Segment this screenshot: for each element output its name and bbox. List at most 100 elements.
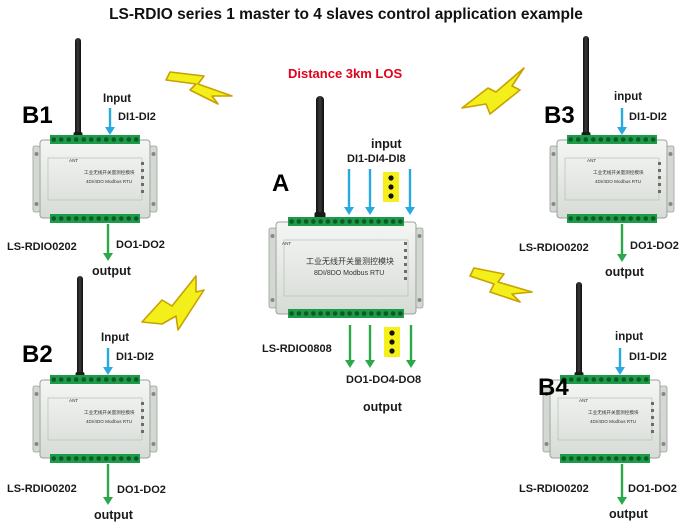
arrow-head	[365, 360, 375, 368]
arrow-head	[345, 360, 355, 368]
terminal-screw	[96, 137, 102, 142]
label-panel	[283, 239, 409, 297]
terminal-screw	[58, 377, 64, 382]
lightning-bolt-a-b1	[165, 71, 233, 105]
status-led	[658, 190, 661, 193]
b3-terminals-bottom	[567, 214, 657, 223]
b2-model-label: LS-RDIO0202	[7, 483, 77, 495]
b1-model-label: LS-RDIO0202	[7, 241, 77, 253]
b2-letter: B2	[22, 341, 53, 368]
terminal-screw	[347, 311, 352, 316]
b1-leds	[141, 162, 144, 193]
terminal-screw	[605, 216, 611, 221]
terminal-screw	[628, 216, 634, 221]
terminal-screw	[126, 456, 132, 461]
terminal-screw	[325, 219, 331, 224]
b2-output-title: output	[94, 508, 133, 522]
terminal-screw	[621, 456, 627, 461]
status-led	[141, 423, 144, 426]
terminal-screw	[383, 219, 389, 224]
terminal-screw	[354, 311, 360, 316]
terminal-screw	[650, 137, 656, 142]
b4-ant-label: ANT	[579, 398, 589, 403]
b4-output-arrow	[617, 464, 627, 505]
status-led	[141, 190, 144, 193]
status-led	[658, 162, 661, 165]
distance-label: Distance 3km LOS	[288, 66, 403, 81]
terminal-screw	[613, 137, 619, 142]
status-led	[404, 242, 407, 245]
master-output-arrow-1	[345, 325, 355, 368]
arrow-head	[617, 497, 627, 505]
mounting-hole	[544, 392, 549, 396]
terminal-screw	[643, 377, 649, 382]
b2-antenna	[75, 276, 85, 384]
terminal-screw	[636, 377, 642, 382]
terminal-screw	[118, 456, 124, 461]
b4-output-title: output	[609, 507, 648, 521]
arrow-head	[103, 253, 113, 261]
terminal-screw	[96, 216, 102, 221]
status-led	[404, 256, 407, 259]
terminal-screw	[598, 456, 604, 461]
b1-output-channels: DO1-DO2	[116, 239, 165, 251]
terminal-screw	[133, 377, 139, 382]
b3-device-spec: 4DI/4DO Modbus RTU	[595, 179, 642, 184]
arrow-head	[365, 207, 375, 215]
b2-terminals-top	[50, 375, 140, 384]
terminal-screw	[643, 137, 649, 142]
terminal-screw	[628, 137, 634, 142]
antenna-whip	[77, 276, 83, 382]
lightning-bolt-a-b2	[141, 275, 205, 331]
b2-input-arrow	[103, 348, 113, 375]
terminal-screw	[81, 216, 87, 221]
b2-ant-label: ANT	[69, 398, 79, 403]
terminal-screw	[390, 219, 396, 224]
b3-antenna	[581, 36, 591, 144]
terminal-screw	[369, 311, 374, 316]
mounting-hole	[668, 152, 673, 156]
b3-output-arrow	[617, 224, 627, 262]
b2-terminals-bottom	[50, 454, 140, 463]
antenna-whip	[316, 96, 324, 222]
arrow-head	[615, 367, 625, 375]
b1-output-title: output	[92, 264, 131, 278]
terminal-strip-body	[50, 135, 140, 144]
status-led	[404, 249, 407, 252]
terminal-screw	[605, 137, 611, 142]
terminal-screw	[635, 216, 641, 221]
terminal-screw	[568, 216, 574, 221]
master-output-arrow-2	[365, 325, 375, 368]
terminal-screw	[628, 456, 634, 461]
b1-output-arrow	[103, 224, 113, 261]
terminal-screw	[118, 137, 124, 142]
terminal-screw	[126, 216, 132, 221]
mounting-hole	[551, 152, 556, 156]
mounting-hole	[544, 442, 549, 446]
master-input-arrow-3	[405, 169, 415, 215]
terminal-screw	[561, 377, 567, 382]
master-input-arrow-1	[344, 169, 354, 215]
b2-device	[32, 379, 158, 459]
terminal-screw	[289, 219, 294, 224]
status-led	[658, 176, 661, 179]
terminal-strip-body	[567, 214, 657, 223]
terminal-screw	[81, 377, 87, 382]
terminal-strip-body	[567, 135, 657, 144]
terminal-screw	[628, 377, 634, 382]
master-terminals-bottom	[288, 309, 404, 318]
b3-input-arrow	[617, 108, 627, 135]
terminal-screw	[73, 216, 79, 221]
mounting-hole	[661, 442, 666, 446]
master-input-title: input	[371, 137, 402, 151]
terminal-screw	[325, 311, 331, 316]
b4-model-label: LS-RDIO0202	[519, 483, 589, 495]
status-led	[651, 430, 654, 433]
mounting-hole	[151, 392, 156, 396]
master-device-spec: 8DI/8DO Modbus RTU	[314, 270, 385, 277]
master-ant-label: ANT	[282, 241, 292, 246]
terminal-screw	[332, 219, 338, 224]
terminal-screw	[575, 216, 581, 221]
b3-ant-label: ANT	[587, 158, 597, 163]
terminal-screw	[576, 456, 582, 461]
